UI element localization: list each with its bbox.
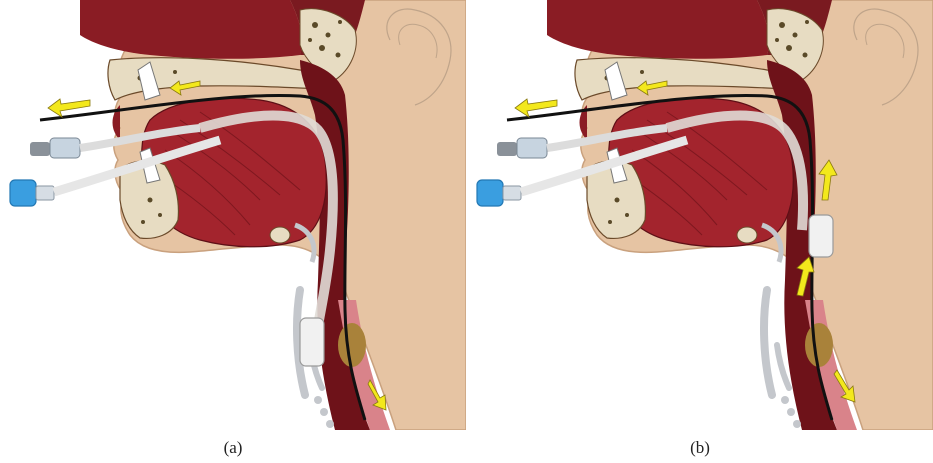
panel-caption-a: (a): [203, 438, 263, 458]
panel-a: (a): [0, 0, 466, 463]
panel-caption-b: (b): [670, 438, 730, 458]
anatomy-diagram-a: [0, 0, 466, 430]
anatomy-diagram-b: [467, 0, 933, 430]
tube-cuff: [809, 215, 833, 257]
tube-cuff: [300, 318, 324, 366]
panel-b: (b): [467, 0, 933, 463]
